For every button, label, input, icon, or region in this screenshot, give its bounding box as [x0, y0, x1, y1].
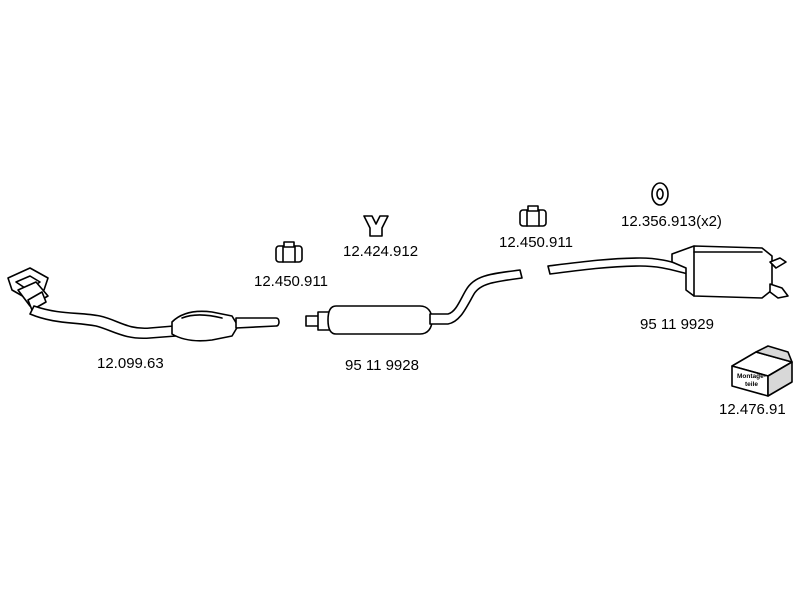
mounting-kit-drawing[interactable]: Montage- teile: [731, 345, 793, 397]
mounting-kit-side-shape: [767, 361, 793, 397]
front-pipe-catalyst-drawing[interactable]: [7, 267, 280, 342]
part-number-front-pipe: 12.099.63: [97, 355, 164, 372]
clamp-front-drawing[interactable]: [275, 241, 303, 263]
center-outlet-pipe-shape: [429, 269, 523, 325]
clamp-rear-body-shape: [519, 209, 547, 227]
hanger-center-drawing[interactable]: [363, 215, 389, 237]
part-number-mounting-kit: 12.476.91: [719, 401, 786, 418]
part-number-clamp-rear: 12.450.911: [499, 234, 573, 251]
rear-tailpipe-shape: [769, 283, 789, 299]
part-number-hanger: 12.424.912: [343, 243, 419, 260]
rear-silencer-drawing[interactable]: [547, 245, 789, 299]
front-pipe-shape: [29, 305, 177, 340]
part-number-rear-silencer: 95 11 9929: [640, 316, 714, 333]
center-silencer-body-shape: [327, 305, 433, 335]
clamp-front-body-shape: [275, 245, 303, 263]
catalyst-outlet-shape: [235, 317, 280, 329]
rubber-mount-drawing[interactable]: [651, 182, 669, 206]
flange-collar-shape: [27, 291, 47, 311]
mounting-kit-box-text-line1: Montage-: [737, 373, 766, 380]
hanger-center-shape: [363, 215, 389, 237]
part-number-rubber-mount: 12.356.913(x2): [621, 213, 722, 230]
part-number-center-silencer: 95 11 9928: [345, 357, 419, 374]
center-silencer-drawing[interactable]: [305, 269, 523, 335]
rear-inlet-pipe-shape: [547, 257, 689, 275]
mounting-kit-flap-shape: [755, 345, 793, 363]
catalyst-seam-shape: [181, 314, 223, 319]
rear-hanger-upper-shape: [769, 257, 787, 269]
clamp-front-bolt-shape: [283, 241, 295, 248]
mounting-kit-box-text-line2: teile: [745, 381, 758, 388]
part-number-clamp-front: 12.450.911: [254, 273, 328, 290]
clamp-rear-bolt-shape: [527, 205, 539, 212]
rear-silencer-body-shape: [671, 245, 773, 299]
clamp-rear-drawing[interactable]: [519, 205, 547, 227]
rubber-mount-hole-shape: [656, 188, 664, 200]
